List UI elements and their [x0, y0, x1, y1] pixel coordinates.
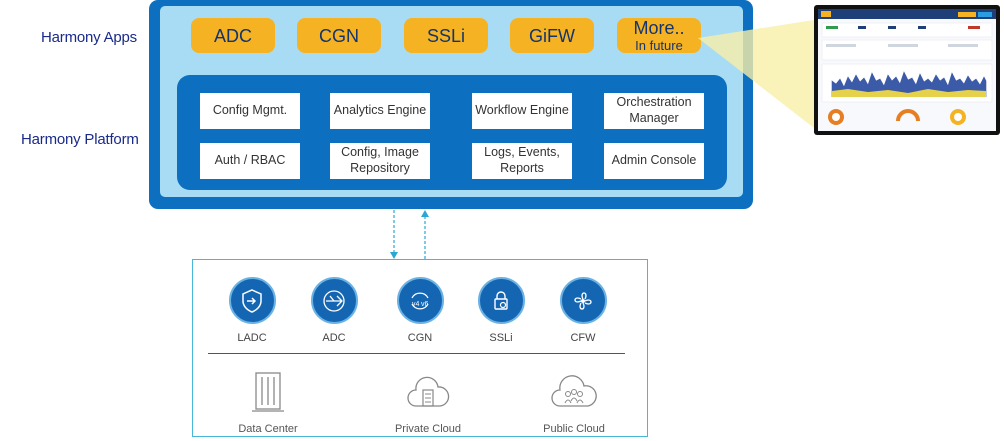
server-rack-icon — [213, 370, 323, 419]
lock-icon — [477, 277, 525, 324]
node-adc-label: ADC — [322, 332, 346, 344]
dashboard-thumbnail-graphic — [818, 9, 996, 125]
app-cgn[interactable]: CGN — [297, 18, 381, 53]
down-arrow-icon — [390, 252, 398, 259]
svc-logs-events-reports: Logs, Events, Reports — [472, 143, 572, 179]
connector-arrows — [390, 210, 429, 259]
harmony-platform-label: Harmony Platform — [21, 131, 139, 148]
app-adc-label: ADC — [213, 25, 252, 46]
app-more-label: More.. — [633, 18, 685, 38]
svc-auth-rbac: Auth / RBAC — [200, 143, 300, 179]
divider-line — [208, 353, 625, 354]
svg-text:v4: v4 — [412, 301, 420, 308]
svc-config-mgmt: Config Mgmt. — [200, 93, 300, 129]
app-more-sublabel: In future — [635, 38, 683, 53]
arrows-split-icon — [310, 277, 358, 324]
infra-private-cloud: Private Cloud — [373, 370, 483, 435]
app-adc[interactable]: ADC — [191, 18, 275, 53]
node-ssli[interactable]: SSLi — [461, 277, 541, 344]
up-arrow-icon — [421, 210, 429, 217]
deployment-box — [192, 259, 648, 437]
app-gifw-label: GiFW — [529, 25, 575, 46]
svc-workflow-engine: Workflow Engine — [472, 93, 572, 129]
node-adc[interactable]: ADC — [294, 277, 374, 344]
node-ladc-label: LADC — [237, 332, 267, 344]
infra-data-center-label: Data Center — [238, 423, 298, 435]
app-more[interactable]: More..In future — [617, 18, 701, 53]
shield-arrow-icon — [228, 277, 276, 324]
app-gifw[interactable]: GiFW — [510, 18, 594, 53]
node-cfw-label: CFW — [570, 332, 596, 344]
ui-screenshot-screen — [818, 9, 996, 131]
svg-text:v6: v6 — [421, 301, 429, 308]
node-ssli-label: SSLi — [489, 332, 513, 344]
svc-orchestration-manager: Orchestration Manager — [604, 93, 704, 129]
callout-beam — [698, 20, 814, 128]
infra-public-cloud-label: Public Cloud — [543, 423, 605, 435]
app-ssli[interactable]: SSLi — [404, 18, 488, 53]
node-cfw[interactable]: CFW — [543, 277, 623, 344]
svc-analytics-engine: Analytics Engine — [330, 93, 430, 129]
fan-icon — [559, 277, 607, 324]
cloud-building-icon — [373, 370, 483, 419]
app-ssli-label: SSLi — [426, 25, 466, 46]
svc-config-image-repo: Config, Image Repository — [330, 143, 430, 179]
node-cgn-label: CGN — [407, 332, 433, 344]
app-cgn-label: CGN — [319, 25, 359, 46]
infra-data-center: Data Center — [213, 370, 323, 435]
svc-admin-console: Admin Console — [604, 143, 704, 179]
infra-public-cloud: Public Cloud — [519, 370, 629, 435]
harmony-apps-label: Harmony Apps — [41, 29, 137, 46]
infra-private-cloud-label: Private Cloud — [394, 423, 462, 435]
cloud-people-icon — [519, 370, 629, 419]
node-ladc[interactable]: LADC — [212, 277, 292, 344]
